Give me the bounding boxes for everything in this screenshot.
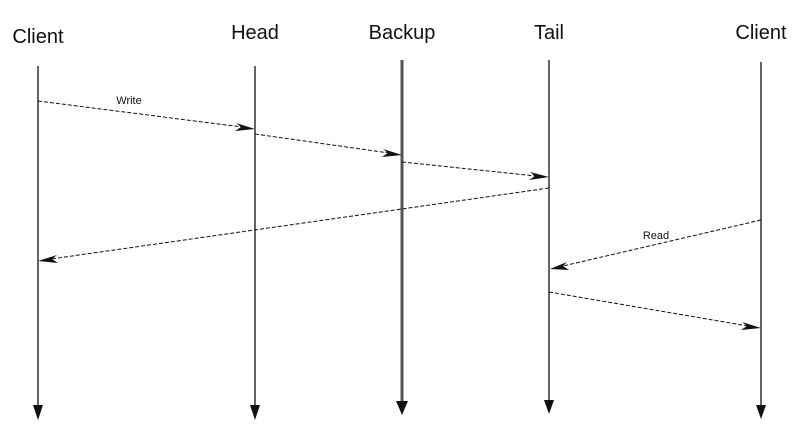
message-read: Read: [550, 219, 762, 270]
lifeline-head: [250, 66, 260, 420]
lane-title-tail: Tail: [534, 22, 564, 44]
lane-title-client-right: Client: [735, 22, 787, 44]
lifeline-client-right: [756, 62, 766, 419]
lane-title-client-left: Client: [12, 26, 64, 48]
message-label-read: Read: [643, 230, 669, 242]
lane-title-head: Head: [231, 22, 279, 44]
lifeline-backup: [396, 60, 408, 415]
lane-title-backup: Backup: [369, 22, 436, 44]
lifeline-client-left: [33, 66, 43, 420]
message-tail-ack: [38, 187, 550, 263]
message-label-write: Write: [116, 95, 141, 107]
lifeline-tail: [544, 60, 554, 414]
message-head-to-backup: [254, 133, 402, 157]
message-write: Write: [37, 95, 255, 131]
message-read-reply: [548, 291, 761, 330]
message-backup-to-tail: [401, 161, 549, 180]
